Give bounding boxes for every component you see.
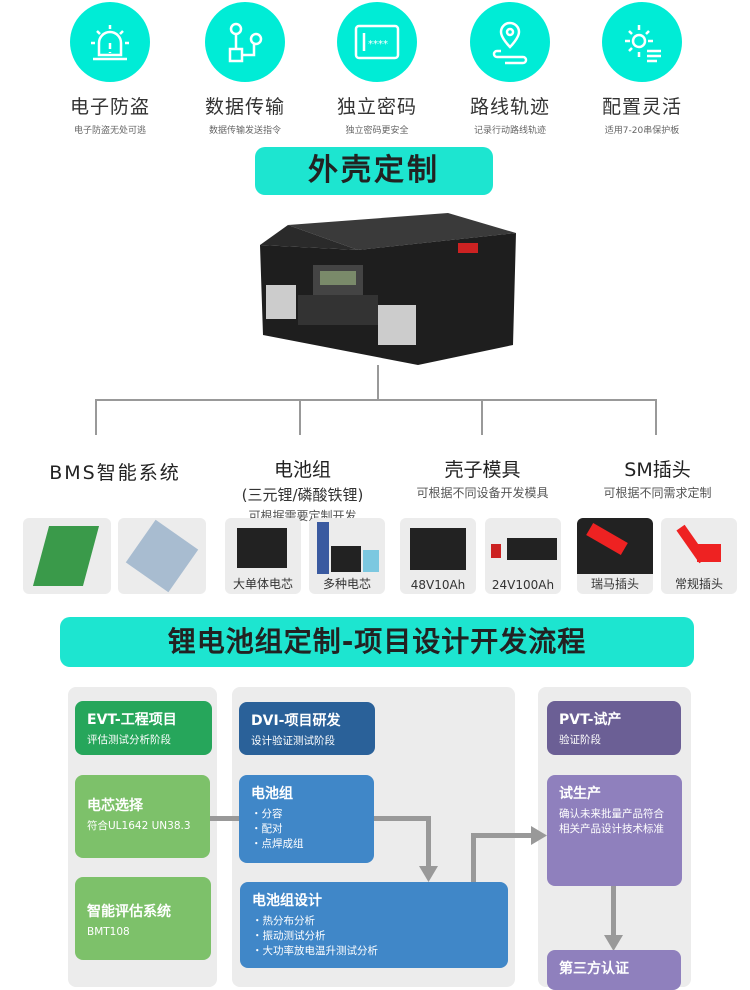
category-battery-pack: 电池组(三元锂/磷酸铁锂)可根据需要定制开发 xyxy=(241,459,364,523)
box-dvi: DVI-项目研发设计验证测试阶段 xyxy=(239,702,375,755)
route-icon xyxy=(492,21,528,65)
feature-route: 路线轨迹 记录行动路线轨迹 xyxy=(445,2,575,136)
arrow-down-icon-2 xyxy=(604,935,623,951)
box-trial-production: 试生产确认未来批量产品符合相关产品设计技术标准 xyxy=(547,775,682,886)
box-cell-selection: 电芯选择符合UL1642 UN38.3 xyxy=(75,775,210,858)
category-bms: BMS智能系统 xyxy=(49,462,181,484)
feature-config: 配置灵活 适用7-20串保护板 xyxy=(577,2,707,136)
data-transfer-icon xyxy=(228,22,263,63)
feature-anti-theft: 电子防盗 电子防盗无处可逃 xyxy=(45,2,175,136)
arrow-right-icon xyxy=(531,826,547,845)
category-sm-plug: SM插头可根据不同需求定制 xyxy=(603,459,712,500)
thumb-various-cells: 多种电芯 xyxy=(309,518,385,594)
box-battery-pack: 电池组・分容・配对・点焊成组 xyxy=(239,775,374,863)
svg-text:****: **** xyxy=(368,39,388,50)
thumb-large-cell: 大单体电芯 xyxy=(225,518,301,594)
box-pack-design: 电池组设计・热分布分析・振动测试分析・大功率放电温升测试分析 xyxy=(240,882,508,968)
box-pvt: PVT-试产验证阶段 xyxy=(547,701,681,755)
feature-data-transfer: 数据传输 数据传输发送指令 xyxy=(180,2,310,136)
box-evt: EVT-工程项目评估测试分析阶段 xyxy=(75,701,212,755)
box-third-party-cert: 第三方认证 xyxy=(547,950,681,990)
section-title-process: 锂电池组定制-项目设计开发流程 xyxy=(60,617,694,667)
thumb-rema-plug: 瑞马插头 xyxy=(577,518,653,594)
feature-password: **** 独立密码 独立密码更安全 xyxy=(312,2,442,136)
thumb-bms-heatsink xyxy=(118,518,206,594)
arrow-down-icon xyxy=(419,866,438,882)
thumb-standard-plug: 常规插头 xyxy=(661,518,737,594)
category-shell-mold: 壳子模具可根据不同设备开发模具 xyxy=(416,459,549,500)
thumb-bms-board xyxy=(23,518,111,594)
alarm-icon xyxy=(91,25,129,61)
section-title-shell: 外壳定制 xyxy=(255,147,493,195)
gear-config-icon xyxy=(625,25,661,63)
battery-box-image xyxy=(260,213,516,365)
thumb-24v100ah: 24V100Ah xyxy=(485,518,561,594)
thumb-48v10ah: 48V10Ah xyxy=(400,518,476,594)
password-icon: **** xyxy=(354,24,400,60)
